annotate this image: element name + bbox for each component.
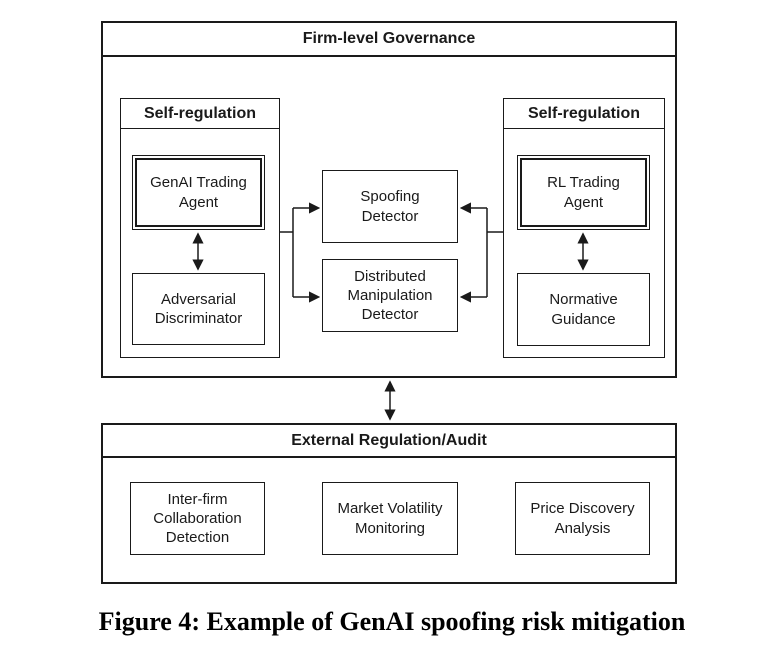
distributed-manipulation-detector-box: Distributed Manipulation Detector — [322, 259, 458, 332]
self-regulation-right-title: Self-regulation — [504, 99, 664, 129]
price-discovery-analysis-box: Price Discovery Analysis — [515, 482, 650, 555]
spoofing-detector-box: Spoofing Detector — [322, 170, 458, 243]
external-regulation-audit-title: External Regulation/Audit — [103, 425, 675, 458]
inter-firm-collaboration-detection-box: Inter-firm Collaboration Detection — [130, 482, 265, 555]
genai-trading-agent-box: GenAI Trading Agent — [132, 155, 265, 230]
rl-trading-agent-label: RL Trading Agent — [520, 158, 647, 227]
firm-level-governance-title: Firm-level Governance — [103, 23, 675, 57]
rl-trading-agent-box: RL Trading Agent — [517, 155, 650, 230]
figure-caption: Figure 4: Example of GenAI spoofing risk… — [98, 607, 686, 636]
market-volatility-monitoring-box: Market Volatility Monitoring — [322, 482, 458, 555]
genai-trading-agent-label: GenAI Trading Agent — [135, 158, 262, 227]
self-regulation-left-title: Self-regulation — [121, 99, 279, 129]
normative-guidance-box: Normative Guidance — [517, 273, 650, 346]
adversarial-discriminator-box: Adversarial Discriminator — [132, 273, 265, 345]
